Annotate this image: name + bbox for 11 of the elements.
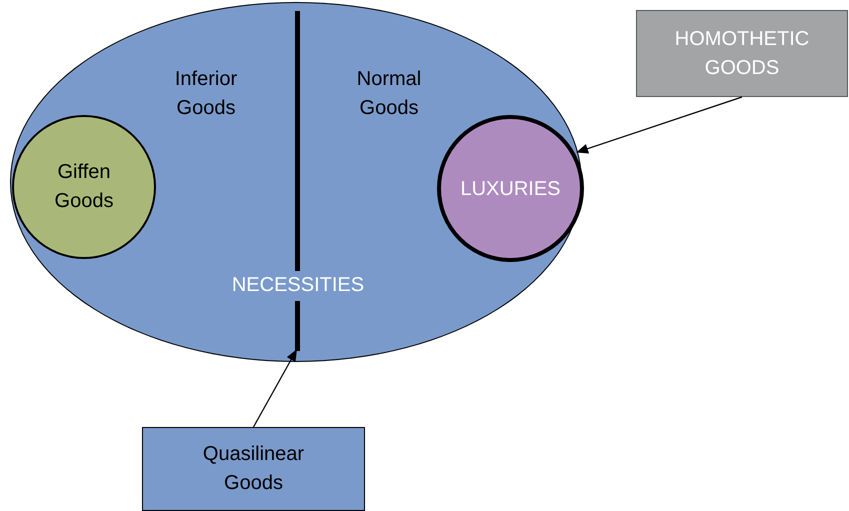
node-label: Quasilinear Goods: [202, 442, 306, 496]
region-label: Normal Goods: [356, 67, 422, 121]
node-label: Giffen Goods: [54, 160, 114, 214]
label-box: [636, 10, 848, 97]
divider-bar: [295, 301, 300, 351]
arrow: [576, 96, 742, 154]
label-box: [142, 427, 365, 511]
region-label: Inferior Goods: [174, 67, 238, 121]
node-label: HOMOTHETIC GOODS: [674, 26, 810, 80]
arrow: [252, 349, 298, 428]
node-label: LUXURIES: [460, 176, 561, 202]
